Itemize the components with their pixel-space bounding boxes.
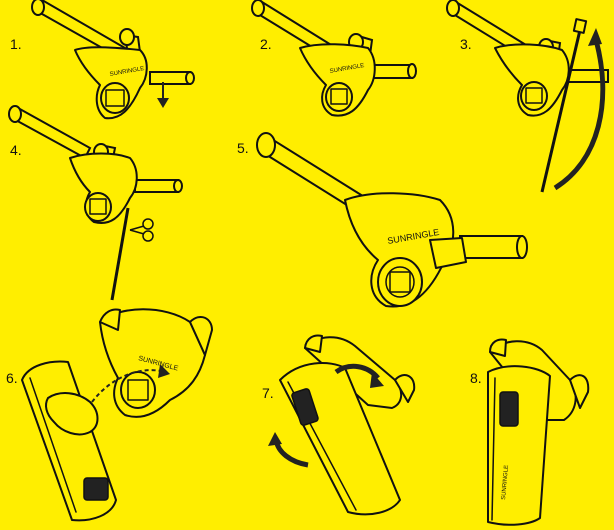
scissors-icon bbox=[130, 219, 153, 241]
step-4-zip-tie-tail bbox=[112, 208, 128, 300]
step-8: 8. SUNRINGLE bbox=[470, 340, 588, 525]
step-8-label: 8. bbox=[470, 370, 482, 386]
step-7-label: 7. bbox=[262, 385, 274, 401]
step-2: 2. SUNRINGLE bbox=[252, 0, 416, 116]
step-5-mount-bracket: SUNRINGLE bbox=[345, 193, 466, 306]
step-6-device bbox=[22, 362, 116, 521]
step-3-mount-bracket bbox=[495, 44, 569, 115]
step-6-label: 6. bbox=[6, 370, 18, 386]
step-3: 3. bbox=[447, 0, 608, 192]
step-6: 6. SUNRINGLE bbox=[6, 309, 212, 520]
step-1-mount-bracket: SUNRINGLE bbox=[75, 47, 147, 118]
step-5-label: 5. bbox=[237, 140, 249, 156]
step-6-mount-bracket: SUNRINGLE bbox=[100, 309, 212, 417]
step-5: 5. SUNRINGLE bbox=[237, 133, 527, 307]
step-4: 4. bbox=[9, 106, 182, 300]
step-2-mount-bracket: SUNRINGLE bbox=[300, 44, 375, 115]
step-1: 1. SUNRINGLE bbox=[10, 0, 194, 118]
step-7: 7. bbox=[262, 336, 414, 515]
step-4-label: 4. bbox=[10, 142, 22, 158]
step-8-device: SUNRINGLE bbox=[488, 366, 550, 525]
step-1-down-arrow-icon bbox=[157, 82, 169, 108]
step-3-label: 3. bbox=[460, 36, 472, 52]
step-2-label: 2. bbox=[260, 36, 272, 52]
step-7-rotate-arrow-bottom-icon bbox=[268, 432, 308, 465]
step-1-label: 1. bbox=[10, 36, 22, 52]
